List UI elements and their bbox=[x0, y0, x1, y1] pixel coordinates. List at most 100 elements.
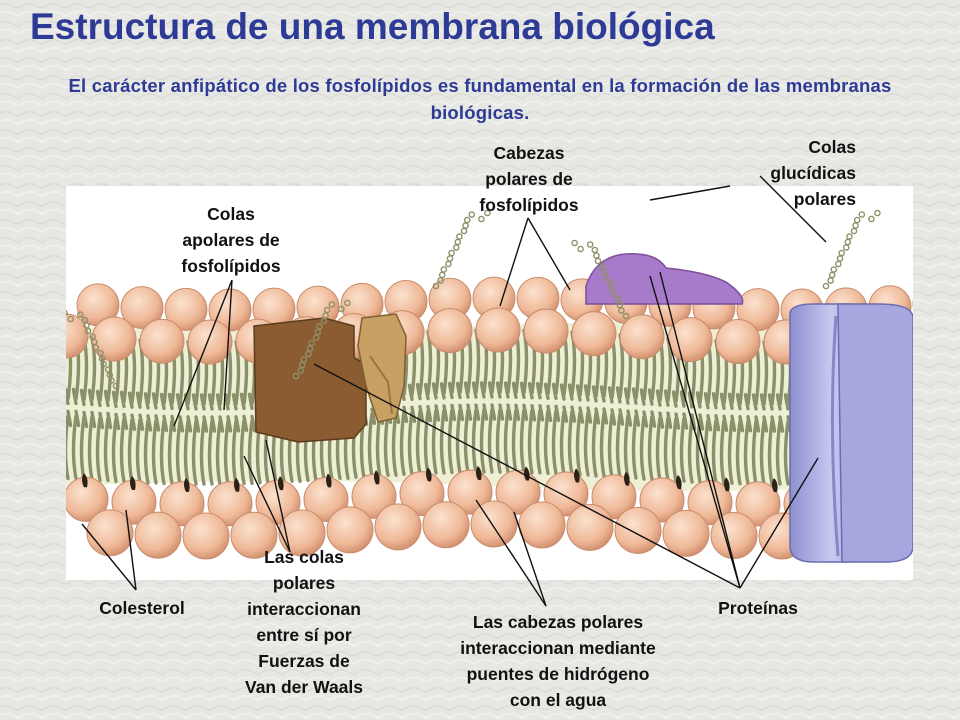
lipid-tail bbox=[639, 410, 649, 481]
lipid-tail bbox=[663, 336, 673, 407]
lipid-tail bbox=[511, 328, 521, 400]
transmembrane-protein bbox=[789, 303, 913, 563]
phospholipid-head bbox=[66, 313, 89, 359]
lipid-tail bbox=[66, 409, 73, 481]
lipid-tail bbox=[439, 404, 449, 475]
glyco-bead bbox=[445, 260, 452, 268]
glyco-bead bbox=[853, 216, 861, 224]
glyco-bead bbox=[108, 377, 115, 384]
lipid-tail bbox=[615, 408, 625, 479]
lipid-tail bbox=[551, 404, 561, 476]
glyco-bead bbox=[300, 356, 308, 363]
lipid-tail bbox=[767, 415, 777, 486]
lipid-tail bbox=[543, 404, 553, 476]
phospholipid-head bbox=[230, 511, 278, 559]
glyco-bead bbox=[468, 211, 476, 218]
lipid-tail bbox=[215, 415, 225, 486]
cholesterol-molecule bbox=[184, 477, 190, 492]
glyco-bead bbox=[463, 216, 471, 224]
glyco-bead bbox=[112, 382, 120, 390]
label-cabezas-polares: Cabezas polares de fosfolípidos bbox=[479, 143, 579, 215]
lipid-tail bbox=[583, 406, 593, 477]
glyco-bead bbox=[836, 255, 844, 262]
cholesterol-molecule bbox=[676, 474, 682, 489]
lipid-tail bbox=[655, 336, 665, 407]
glyco-bead bbox=[76, 311, 84, 318]
lipid-tail bbox=[167, 414, 177, 486]
glyco-bead bbox=[328, 301, 336, 308]
lipid-tail bbox=[471, 328, 481, 399]
lipid-tail bbox=[447, 403, 457, 475]
lipid-tail bbox=[567, 330, 577, 401]
glyco-bead bbox=[83, 322, 90, 329]
glyco-bead bbox=[448, 249, 455, 257]
lipid-tail bbox=[231, 415, 241, 486]
lipid-tail bbox=[711, 413, 721, 485]
phospholipid-head bbox=[662, 509, 710, 557]
lipid-tail bbox=[223, 340, 233, 411]
glyco-bead bbox=[308, 339, 315, 347]
cholesterol-molecule bbox=[574, 468, 580, 483]
lipid-tail bbox=[607, 333, 617, 404]
glyco-bead bbox=[106, 371, 114, 379]
lipid-tail bbox=[607, 408, 617, 479]
glyco-bead bbox=[571, 239, 578, 247]
phospholipid-head bbox=[710, 511, 758, 559]
phospholipid-head bbox=[159, 481, 205, 527]
lipid-tail bbox=[655, 411, 665, 482]
phospholipid-head bbox=[134, 511, 182, 559]
glyco-bead bbox=[822, 282, 830, 290]
phospholipid-head bbox=[427, 308, 473, 354]
phospholipid-head bbox=[120, 286, 164, 330]
glyco-bead bbox=[577, 245, 584, 253]
glyco-bead bbox=[614, 296, 622, 303]
glyco-bead bbox=[320, 317, 328, 325]
lipid-tail bbox=[559, 330, 569, 401]
phospholipid-head bbox=[475, 307, 521, 353]
glyco-bead bbox=[454, 238, 462, 246]
lipid-tail bbox=[423, 404, 433, 476]
lipid-tail bbox=[127, 413, 137, 484]
phospholipid-head bbox=[470, 500, 518, 548]
glyco-bead bbox=[316, 323, 323, 330]
lipid-tail bbox=[183, 340, 193, 411]
lipid-tail bbox=[687, 413, 697, 484]
glyco-bead bbox=[100, 360, 107, 368]
lipid-tail bbox=[471, 403, 481, 474]
phospholipid-head bbox=[422, 501, 470, 549]
lipid-tail bbox=[223, 415, 233, 486]
lipid-tail bbox=[559, 405, 569, 476]
glyco-bead bbox=[452, 244, 460, 251]
glyco-bead bbox=[846, 233, 853, 240]
lipid-tail bbox=[151, 414, 161, 485]
page-title: Estructura de una membrana biológica bbox=[30, 6, 715, 47]
lipid-tail bbox=[199, 415, 209, 486]
glyco-bead bbox=[868, 215, 875, 223]
membrane-diagram bbox=[66, 186, 913, 580]
lipid-tail bbox=[455, 403, 465, 475]
glyco-bead bbox=[322, 312, 329, 319]
lipid-tail bbox=[727, 414, 737, 485]
glyco-bead bbox=[593, 252, 600, 259]
phospholipid-head bbox=[255, 479, 301, 525]
cholesterol-molecule bbox=[374, 470, 380, 485]
lipid-tail bbox=[407, 405, 417, 477]
label-colesterol: Colesterol bbox=[99, 598, 185, 618]
phospholipid-head bbox=[187, 319, 233, 365]
cholesterol-molecule bbox=[326, 473, 332, 488]
lipid-tail bbox=[703, 413, 713, 485]
glyco-bead bbox=[89, 333, 96, 340]
glyco-bead bbox=[438, 271, 446, 279]
glyco-bead bbox=[478, 215, 485, 223]
lipid-tail bbox=[87, 335, 97, 407]
glyco-bead bbox=[828, 271, 836, 279]
glyco-bead bbox=[67, 315, 74, 323]
lipid-tail bbox=[591, 407, 601, 478]
lipid-tail bbox=[191, 415, 201, 486]
lipid-tail bbox=[751, 340, 761, 411]
lipid-tail bbox=[679, 412, 689, 483]
phospholipid-head bbox=[523, 308, 569, 354]
lipid-tail bbox=[775, 415, 785, 486]
phospholipid-head bbox=[374, 503, 422, 551]
label-colas-apolares: Colas apolares de fosfolípidos bbox=[181, 204, 281, 276]
